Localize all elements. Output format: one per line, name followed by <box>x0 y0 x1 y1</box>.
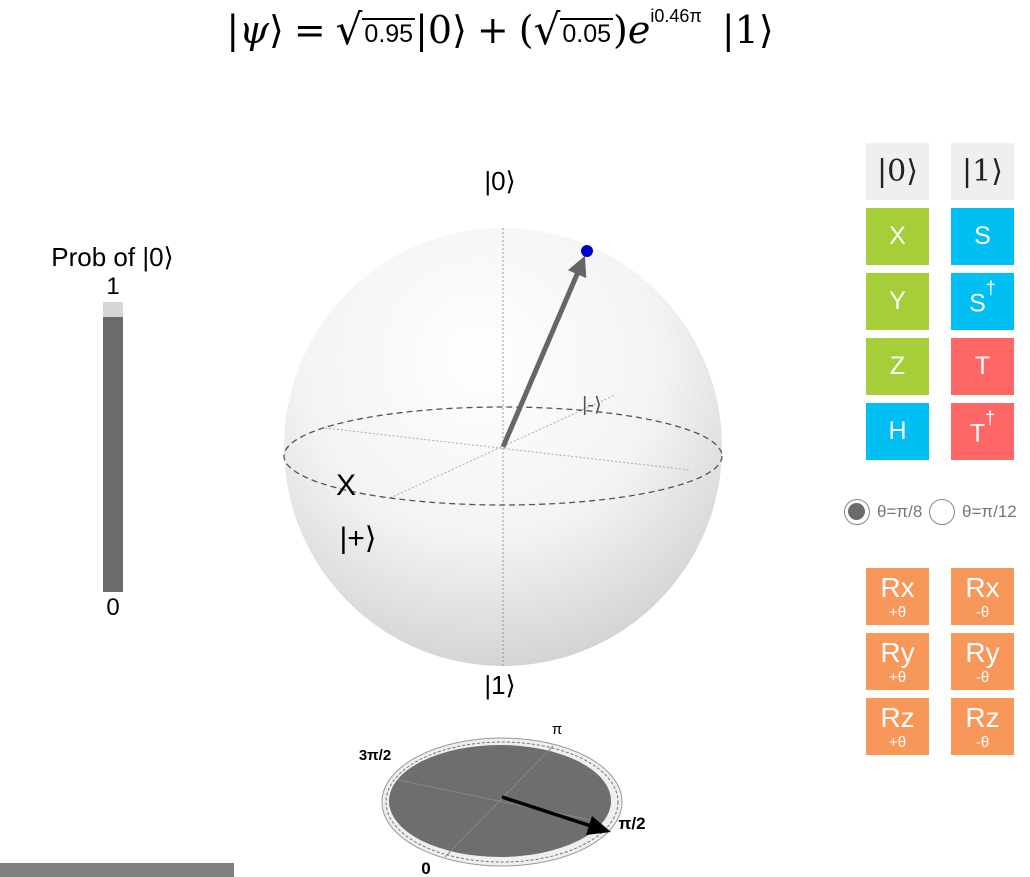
z-gate-button[interactable]: Z <box>866 338 929 395</box>
beta-value: 0.05 <box>560 18 614 48</box>
prob-min-label: 0 <box>106 594 120 621</box>
basis-1: 1 <box>734 8 759 52</box>
theta-pi-12-label[interactable]: θ=π/12 <box>962 502 1017 521</box>
y-axis <box>324 427 691 471</box>
ry-minus-button[interactable]: Ry-θ <box>951 633 1014 690</box>
t-dagger-gate-button[interactable]: T† <box>951 403 1014 460</box>
rz-minus-button[interactable]: Rz-θ <box>951 698 1014 755</box>
phase-label-zero: 0 <box>421 859 430 877</box>
label-minus-state: |-⟩ <box>582 394 602 416</box>
beta-sqrt: √0.05 <box>533 5 614 54</box>
prob-bar-fill <box>103 316 123 592</box>
prob-title: Prob of |0⟩ <box>51 242 174 272</box>
bloch-sphere[interactable]: |0⟩ |1⟩ X Y |+⟩ |-⟩ <box>270 160 740 700</box>
basis-0: 0 <box>427 8 453 52</box>
label-plus-state: |+⟩ <box>339 522 376 555</box>
bottom-scrollbar[interactable] <box>0 863 234 877</box>
reset-ket0-button[interactable]: |0⟩ <box>866 143 929 200</box>
theta-pi-8-radio[interactable] <box>844 499 870 525</box>
phase-label-3pi-2: 3π/2 <box>359 747 391 764</box>
label-ket0: |0⟩ <box>484 166 515 196</box>
prob-max-label: 1 <box>106 273 120 300</box>
phase-arrow-head <box>586 816 611 835</box>
phase-axis-quadrature <box>397 779 601 823</box>
state-vector <box>500 255 587 448</box>
h-gate-button[interactable]: H <box>866 403 929 460</box>
phase-disc[interactable]: π 3π/2 π/2 0 <box>340 715 660 877</box>
label-ket1: |1⟩ <box>484 670 515 700</box>
reset-ket1-button[interactable]: |1⟩ <box>951 143 1014 200</box>
phase-arrow <box>501 795 592 828</box>
alpha-sqrt: √0.95 <box>335 5 416 54</box>
x-axis <box>389 394 616 499</box>
rz-plus-button[interactable]: Rz+θ <box>866 698 929 755</box>
state-point <box>581 245 593 257</box>
t-gate-button[interactable]: T <box>951 338 1014 395</box>
theta-pi-8-label[interactable]: θ=π/8 <box>877 502 923 521</box>
rx-plus-button[interactable]: Rx+θ <box>866 568 929 625</box>
phase-label-pi-2: π/2 <box>618 814 645 833</box>
s-dagger-gate-button[interactable]: S† <box>951 273 1014 330</box>
ry-plus-button[interactable]: Ry+θ <box>866 633 929 690</box>
y-gate-button[interactable]: Y <box>866 273 929 330</box>
rx-minus-button[interactable]: Rx-θ <box>951 568 1014 625</box>
x-gate-button[interactable]: X <box>866 208 929 265</box>
equator <box>283 406 723 506</box>
theta-pi-12-radio[interactable] <box>929 499 955 525</box>
radio-selected-dot <box>848 503 865 520</box>
s-gate-button[interactable]: S <box>951 208 1014 265</box>
alpha-value: 0.95 <box>362 18 416 48</box>
prob-bar <box>103 302 123 592</box>
psi-symbol: ψ <box>239 8 269 52</box>
phase-exponent: i0.46π <box>650 5 702 26</box>
phase-label-pi: π <box>552 721 562 738</box>
label-x-axis: X <box>336 469 356 502</box>
